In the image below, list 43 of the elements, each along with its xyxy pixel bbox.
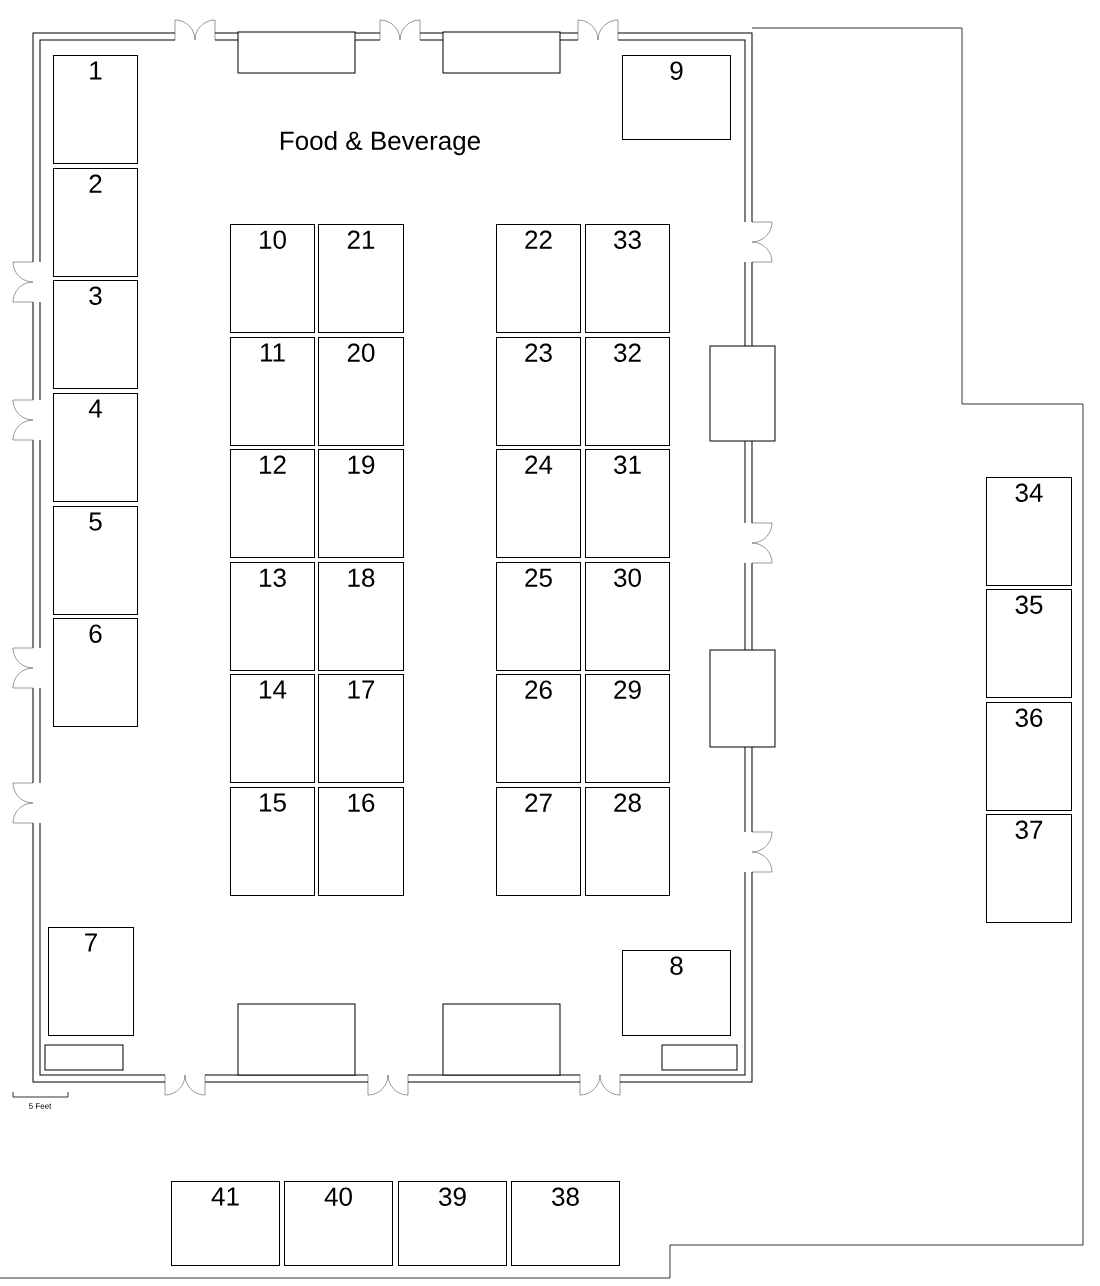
booth-box: 6 [53,618,138,727]
booth-box: 1 [53,55,138,164]
booth-box: 3 [53,280,138,389]
booth-box: 23 [496,337,581,446]
booth-box: 13 [230,562,315,671]
booth-box: 25 [496,562,581,671]
booth-box: 2 [53,168,138,277]
booth-box: 36 [986,702,1072,811]
booth-box: 21 [318,224,404,333]
booth-box: 40 [284,1181,393,1266]
booth-box: 41 [171,1181,280,1266]
area-label: Food & Beverage [280,130,480,156]
booth-box: 16 [318,787,404,896]
booth-box: 9 [622,55,731,140]
booth-box: 33 [585,224,670,333]
booth-box: 17 [318,674,404,783]
booth-box: 14 [230,674,315,783]
booth-box: 4 [53,393,138,502]
booth-box: 28 [585,787,670,896]
booth-box: 35 [986,589,1072,698]
booth-box: 22 [496,224,581,333]
booth-box: 11 [230,337,315,446]
booth-box: 37 [986,814,1072,923]
booth-box: 24 [496,449,581,558]
scale-label: 5 Feet [28,1103,52,1109]
booth-box: 38 [511,1181,620,1266]
booth-box: 18 [318,562,404,671]
booth-box: 31 [585,449,670,558]
booth-box: 8 [622,950,731,1036]
booth-box: 20 [318,337,404,446]
booth-box: 26 [496,674,581,783]
booth-box: 34 [986,477,1072,586]
booth-box: 32 [585,337,670,446]
booth-box: 30 [585,562,670,671]
booth-box: 10 [230,224,315,333]
booth-box: 39 [398,1181,507,1266]
booth-box: 19 [318,449,404,558]
booth-box: 15 [230,787,315,896]
booth-box: 5 [53,506,138,615]
booth-box: 7 [48,927,134,1036]
booth-box: 29 [585,674,670,783]
booth-box: 27 [496,787,581,896]
booth-box: 12 [230,449,315,558]
